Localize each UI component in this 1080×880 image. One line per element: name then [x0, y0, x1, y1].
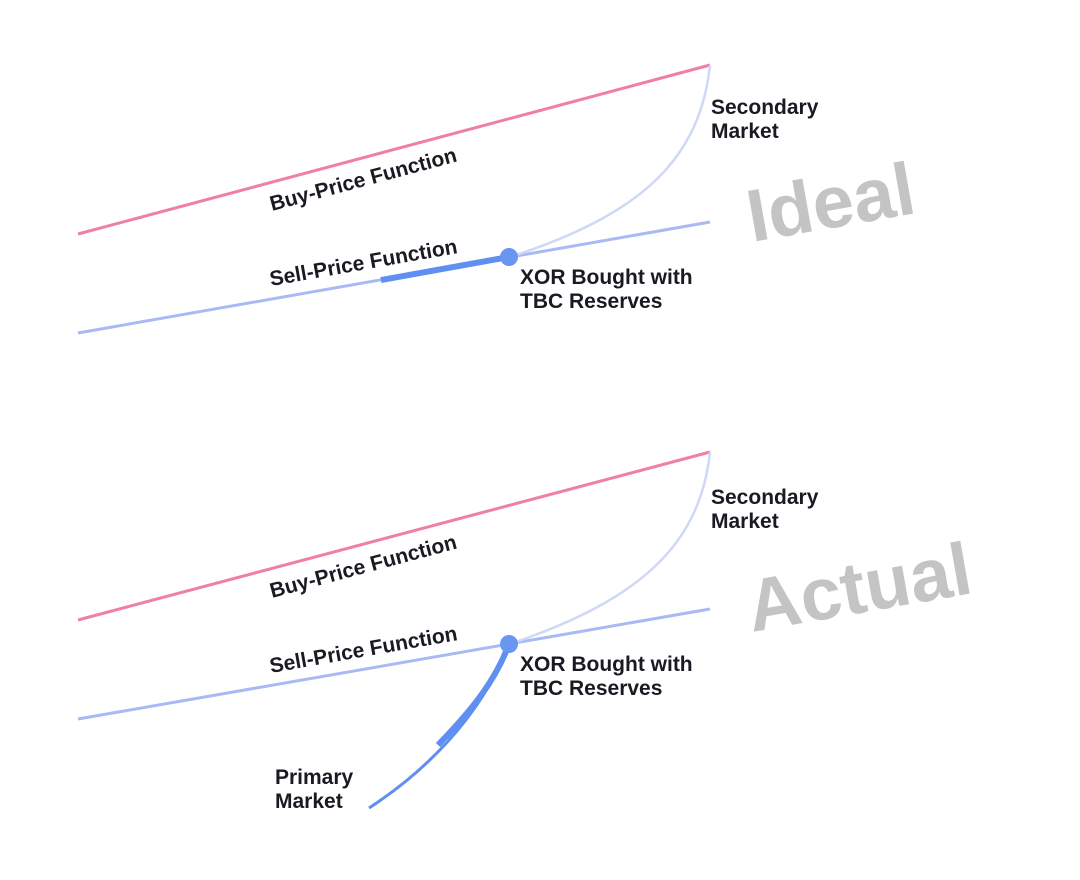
- ideal-watermark-label: Ideal: [740, 147, 920, 258]
- ideal-highlight-segment: [380, 254, 510, 283]
- ideal-secondary-label-line2: Market: [711, 120, 779, 143]
- actual-panel: Buy-Price Function Sell-Price Function S…: [77, 450, 977, 813]
- actual-primary-label-line1: Primary: [275, 766, 354, 789]
- actual-sell-price-line: [77, 607, 711, 721]
- ideal-buy-price-line: [77, 63, 711, 236]
- actual-xor-marker-label: XOR Bought with TBC Reserves: [520, 653, 698, 700]
- actual-watermark-label: Actual: [740, 527, 977, 648]
- actual-primary-label-line2: Market: [275, 790, 343, 813]
- actual-secondary-label-line2: Market: [711, 510, 779, 533]
- actual-xor-marker: [500, 635, 518, 653]
- ideal-secondary-label-line1: Secondary: [711, 96, 819, 119]
- actual-highlight-segment: [435, 642, 512, 748]
- ideal-xor-marker-label: XOR Bought with TBC Reserves: [520, 266, 698, 313]
- actual-secondary-market-curve: [509, 451, 712, 646]
- ideal-buy-price-label: Buy-Price Function: [267, 144, 459, 216]
- actual-xor-label-line1: XOR Bought with: [520, 653, 693, 676]
- actual-xor-label-line2: TBC Reserves: [520, 677, 662, 700]
- ideal-panel: Buy-Price Function Sell-Price Function S…: [77, 63, 921, 335]
- actual-secondary-label-line1: Secondary: [711, 486, 819, 509]
- actual-primary-market-curve: [368, 643, 511, 810]
- ideal-xor-label-line1: XOR Bought with: [520, 266, 693, 289]
- ideal-xor-marker: [500, 248, 518, 266]
- actual-primary-market-label: Primary Market: [275, 766, 359, 813]
- ideal-secondary-market-curve: [509, 64, 712, 259]
- actual-buy-price-line: [77, 450, 711, 622]
- actual-buy-price-label: Buy-Price Function: [267, 531, 459, 603]
- ideal-secondary-market-label: Secondary Market: [711, 96, 824, 143]
- ideal-xor-label-line2: TBC Reserves: [520, 290, 662, 313]
- actual-secondary-market-label: Secondary Market: [711, 486, 824, 533]
